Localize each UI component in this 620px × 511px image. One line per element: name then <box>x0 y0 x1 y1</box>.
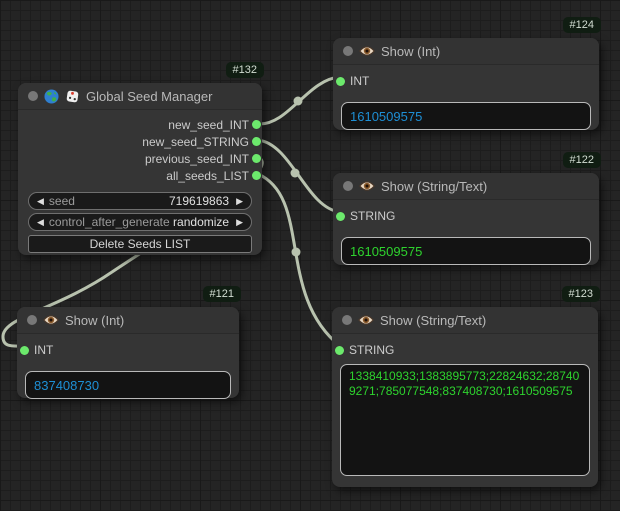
node-title: Show (Int) <box>65 312 125 328</box>
input-label: INT <box>350 74 370 88</box>
eye-icon <box>359 180 375 192</box>
eye-icon <box>358 314 374 326</box>
dice-icon <box>65 89 80 104</box>
input-dot[interactable] <box>335 345 344 355</box>
output-dot[interactable] <box>252 120 261 129</box>
node-id-badge: #121 <box>202 286 241 302</box>
node-show-string-122[interactable]: #122 Show (String/Text) STRING 161050957… <box>333 152 601 265</box>
node-title: Show (String/Text) <box>381 178 488 194</box>
wire-new-seed-string <box>256 138 342 214</box>
node-title-bar[interactable]: Show (Int) <box>333 38 599 65</box>
output-slot-previous-seed-int: previous_seed_INT <box>18 150 262 167</box>
collapse-dot[interactable] <box>27 315 37 325</box>
widget-value: randomize <box>173 215 230 229</box>
wire-midpoint-dot <box>290 168 300 178</box>
node-title: Global Seed Manager <box>86 88 213 104</box>
node-show-string-123[interactable]: #123 Show (String/Text) STRING 133841093… <box>332 286 600 487</box>
node-id-badge: #132 <box>225 62 264 78</box>
input-label: STRING <box>349 343 395 357</box>
collapse-dot[interactable] <box>342 315 352 325</box>
widget-value: 719619863 <box>169 194 230 208</box>
node-global-seed-manager[interactable]: #132 Global Seed Manager new_seed_INT ne… <box>18 62 264 255</box>
output-dot[interactable] <box>252 171 261 180</box>
node-title-bar[interactable]: Show (String/Text) <box>333 173 599 200</box>
node-title: Show (Int) <box>381 43 441 59</box>
collapse-dot[interactable] <box>28 91 38 101</box>
seed-widget[interactable]: ◀ seed 719619863 ▶ <box>28 192 252 210</box>
widget-label: control_after_generate <box>48 215 170 229</box>
output-slot-all-seeds-list: all_seeds_LIST <box>18 167 262 184</box>
int-value-box[interactable]: 837408730 <box>25 371 231 399</box>
output-label: new_seed_STRING <box>142 134 249 149</box>
input-slot-string: STRING <box>333 208 599 224</box>
output-slots: new_seed_INT new_seed_STRING previous_se… <box>18 116 262 184</box>
wire-midpoint-dot <box>293 96 303 106</box>
globe-icon <box>44 88 59 104</box>
eye-icon <box>43 314 59 326</box>
node-id-badge: #124 <box>562 17 601 33</box>
arrow-right-icon[interactable]: ▶ <box>236 216 243 227</box>
widget-label: seed <box>48 194 75 208</box>
input-slot-int: INT <box>17 342 239 358</box>
node-title-bar[interactable]: Global Seed Manager <box>18 83 262 110</box>
output-dot[interactable] <box>252 137 261 146</box>
node-title: Show (String/Text) <box>380 312 487 328</box>
node-id-badge: #123 <box>561 286 600 302</box>
input-dot[interactable] <box>20 345 29 355</box>
output-dot[interactable] <box>252 154 261 163</box>
node-title-bar[interactable]: Show (Int) <box>17 307 239 334</box>
output-label: all_seeds_LIST <box>166 168 249 183</box>
output-label: new_seed_INT <box>168 117 249 132</box>
arrow-right-icon[interactable]: ▶ <box>236 195 243 206</box>
output-slot-new-seed-int: new_seed_INT <box>18 116 262 133</box>
input-label: INT <box>34 343 54 357</box>
input-slot-string: STRING <box>332 342 598 358</box>
arrow-left-icon[interactable]: ◀ <box>37 195 44 206</box>
control-after-generate-widget[interactable]: ◀ control_after_generate randomize ▶ <box>28 213 252 231</box>
collapse-dot[interactable] <box>343 46 353 56</box>
input-dot[interactable] <box>336 211 345 221</box>
output-label: previous_seed_INT <box>144 151 249 166</box>
delete-seeds-list-button[interactable]: Delete Seeds LIST <box>28 235 252 253</box>
string-value-box[interactable]: 1610509575 <box>341 237 591 265</box>
input-label: STRING <box>350 209 396 223</box>
node-show-int-124[interactable]: #124 Show (Int) INT 1610509575 <box>333 17 601 130</box>
string-value-area[interactable]: 1338410933;1383895773;22824632;287409271… <box>340 364 590 476</box>
wire-all-seeds-list <box>256 172 342 348</box>
output-slot-new-seed-string: new_seed_STRING <box>18 133 262 150</box>
input-dot[interactable] <box>336 76 345 86</box>
node-show-int-121[interactable]: #121 Show (Int) INT 837408730 <box>17 286 241 399</box>
arrow-left-icon[interactable]: ◀ <box>37 216 44 227</box>
node-title-bar[interactable]: Show (String/Text) <box>332 307 598 334</box>
int-value-box[interactable]: 1610509575 <box>341 102 591 130</box>
eye-icon <box>359 45 375 57</box>
collapse-dot[interactable] <box>343 181 353 191</box>
wire-midpoint-dot <box>291 247 301 257</box>
node-id-badge: #122 <box>562 152 601 168</box>
input-slot-int: INT <box>333 73 599 89</box>
